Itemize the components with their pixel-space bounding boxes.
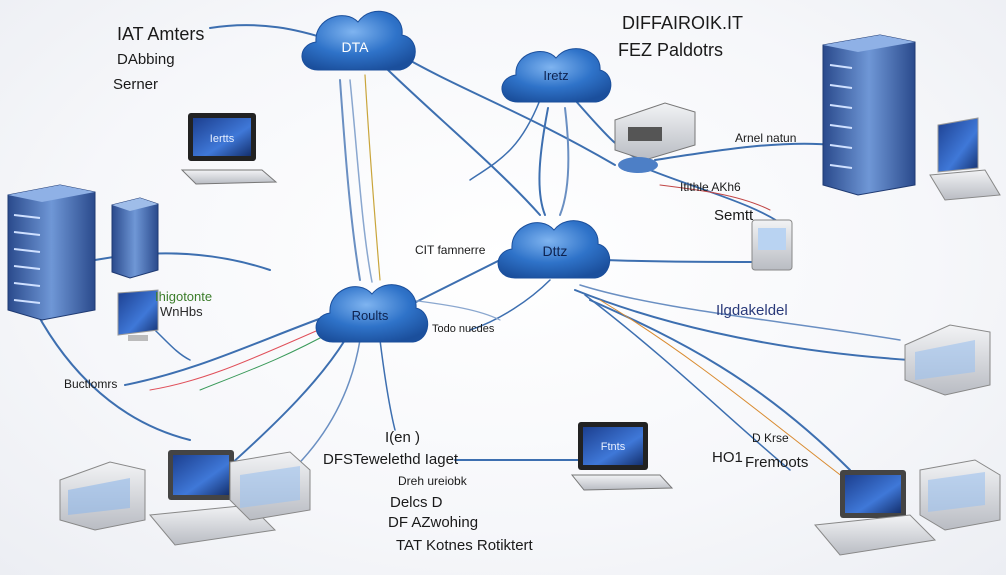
cloud-label: Roults <box>352 308 389 323</box>
storage-device <box>751 219 793 271</box>
workstation-bottom-right <box>814 459 1001 556</box>
label-mid-1: CIT famnerre <box>415 243 486 257</box>
cloud-label: Iretz <box>543 68 568 83</box>
monitor-left <box>117 289 159 341</box>
label-bottom-2: DFSTewelethd Iaget <box>323 451 459 468</box>
screen-label: Iertts <box>210 133 235 145</box>
laptop-bottom-center: Ftnts <box>570 422 674 491</box>
cable <box>394 51 616 166</box>
cable <box>574 99 641 161</box>
cable <box>409 254 511 306</box>
label-bottom-6: TAT Kotnes Rotiktert <box>396 537 533 554</box>
label-top-left-1: IAT Amters <box>117 24 205 44</box>
label-left-green-1: Ihigotonte <box>155 289 213 304</box>
label-bottom-right-3: Fremoots <box>745 454 809 471</box>
label-right-3: Semtt <box>714 207 754 224</box>
cable <box>574 289 911 361</box>
cloud-label: Dttz <box>543 243 568 259</box>
label-top-right-2: FEZ Paldotrs <box>618 40 724 60</box>
monitor-top-right <box>929 117 1001 201</box>
label-bottom-right-2: HO1 <box>712 449 743 466</box>
cable <box>654 142 836 161</box>
cloud-middle-left: Roults <box>315 284 429 343</box>
switch-device <box>614 102 696 173</box>
cloud-top-right: Iretz <box>501 48 612 103</box>
cable <box>229 339 346 466</box>
cable <box>199 329 336 391</box>
label-left-1: Buctlomrs <box>64 377 118 391</box>
cable <box>387 69 541 216</box>
laptop-top-left: Iertts <box>180 113 278 185</box>
workstation-right <box>904 324 991 396</box>
label-bottom-right-1: D Krse <box>752 431 789 445</box>
label-bottom-5: DF AZwohing <box>388 514 479 531</box>
label-top-left-2: DAbbing <box>117 51 175 68</box>
label-right-2: Itithle AKh6 <box>680 180 741 194</box>
label-right-blue: Ilgdakeldel <box>716 302 788 319</box>
label-bottom-3: Dreh ureiobk <box>398 474 467 488</box>
cable <box>659 184 771 211</box>
cloud-top-center: DTA <box>301 10 416 71</box>
cloud-middle-right: Dttz <box>497 220 611 279</box>
cable <box>579 284 901 341</box>
cloud-label: DTA <box>342 39 370 55</box>
cable <box>604 259 761 263</box>
label-center-small: Todo nucdes <box>432 323 495 335</box>
cable <box>349 79 373 283</box>
workstation-bottom-left <box>59 450 311 546</box>
label-left-green-2: WnHbs <box>160 304 203 319</box>
cable <box>469 99 541 181</box>
server-tower-left <box>7 184 96 321</box>
cable <box>409 299 501 321</box>
cable <box>538 107 549 216</box>
label-right-1: Arnel natun <box>735 131 797 145</box>
cable <box>29 299 191 441</box>
cable <box>469 279 551 331</box>
label-top-left-3: Serner <box>113 76 159 93</box>
cable <box>339 79 361 281</box>
cable <box>379 339 396 431</box>
cable <box>209 24 331 41</box>
screen-label: Ftnts <box>601 441 626 453</box>
cables <box>29 24 911 491</box>
cable <box>149 324 331 391</box>
label-bottom-1: I(en ) <box>385 429 421 446</box>
cable <box>559 107 570 216</box>
label-top-right-1: DIFFAIROIK.IT <box>622 13 744 33</box>
cable <box>124 314 331 386</box>
label-bottom-4: Delcs D <box>390 494 443 511</box>
server-tower-right <box>822 34 916 196</box>
server-tower-small <box>111 197 159 279</box>
cable <box>599 299 861 491</box>
cable <box>364 74 381 281</box>
cable <box>584 294 791 471</box>
